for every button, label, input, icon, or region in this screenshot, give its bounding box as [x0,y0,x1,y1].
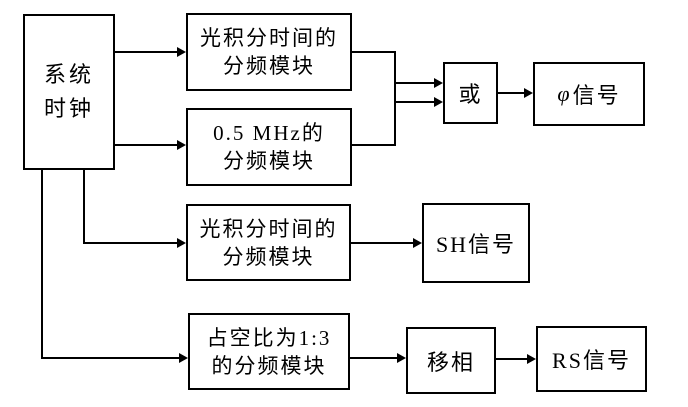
node-rs-signal: RS信号 [536,326,647,392]
phi-symbol: φ [557,81,570,106]
node-or-gate-label: 或 [458,82,483,107]
node-light-integration-module-top: 光积分时间的 分频模块 [186,13,352,91]
connector-duty-module-to-phase-shift [350,357,397,359]
connector-clock-down-bottom [41,170,43,359]
node-light-integration-module-mid: 光积分时间的 分频模块 [186,204,351,281]
node-system-clock-label-line2: 时钟 [43,96,94,121]
node-phase-shift-label: 移相 [426,349,475,375]
connector-top-module-out [352,51,396,53]
node-light-integration-module-mid-label-line2: 分频模块 [222,244,315,269]
connector-merge-to-or-input1 [394,82,434,84]
node-sh-signal: SH信号 [422,203,530,283]
node-light-integration-module-top-label-line1: 光积分时间的 [200,26,338,50]
node-phi-signal: φ 信号 [533,62,645,126]
arrowhead-clock-to-mhz-module [177,140,186,150]
arrowhead-clock-to-duty-module [179,353,188,363]
node-or-gate: 或 [443,62,498,124]
node-light-integration-module-mid-label-line1: 光积分时间的 [199,216,338,241]
node-system-clock-label-line1: 系统 [43,62,94,87]
node-mhz-module-label-line2: 分频模块 [223,149,315,173]
connector-clock-to-mid-module [83,242,177,244]
node-duty-cycle-module: 占空比为1:3 的分频模块 [188,313,350,390]
connector-clock-down-mid [83,170,85,244]
connector-mid-module-to-sh [351,242,413,244]
node-phi-signal-label: 信号 [572,83,621,108]
node-light-integration-module-top-label-line2: 分频模块 [223,54,315,78]
arrowhead-mid-module-to-sh [413,238,422,248]
connector-phase-shift-to-rs [496,358,527,360]
arrowhead-clock-to-top-module [177,47,186,57]
node-rs-signal-label: RS信号 [552,348,631,373]
node-system-clock: 系统 时钟 [23,14,115,170]
node-duty-cycle-module-label-line2: 的分频模块 [211,353,327,378]
node-mhz-module-label-line1: 0.5 MHz的 [213,121,325,145]
arrowhead-or-to-phi [524,88,533,98]
arrowhead-phase-shift-to-rs [527,354,536,364]
connector-mhz-module-out [352,144,396,146]
node-phase-shift: 移相 [406,327,496,394]
arrowhead-clock-to-mid-module [177,238,186,248]
connector-clock-to-mhz-module [115,144,177,146]
arrowhead-or-input2 [434,97,443,107]
connector-merge-vertical [394,51,396,146]
node-duty-cycle-module-label-line1: 占空比为1:3 [206,325,332,350]
node-sh-signal-label: SH信号 [435,232,517,257]
arrowhead-duty-module-to-phase-shift [397,353,406,363]
arrowhead-or-input1 [434,78,443,88]
connector-clock-to-duty-module [41,357,179,359]
connector-or-to-phi [498,92,524,94]
connector-merge-to-or-input2 [394,101,434,103]
connector-clock-to-top-module [115,51,177,53]
node-mhz-module: 0.5 MHz的 分频模块 [186,108,352,186]
